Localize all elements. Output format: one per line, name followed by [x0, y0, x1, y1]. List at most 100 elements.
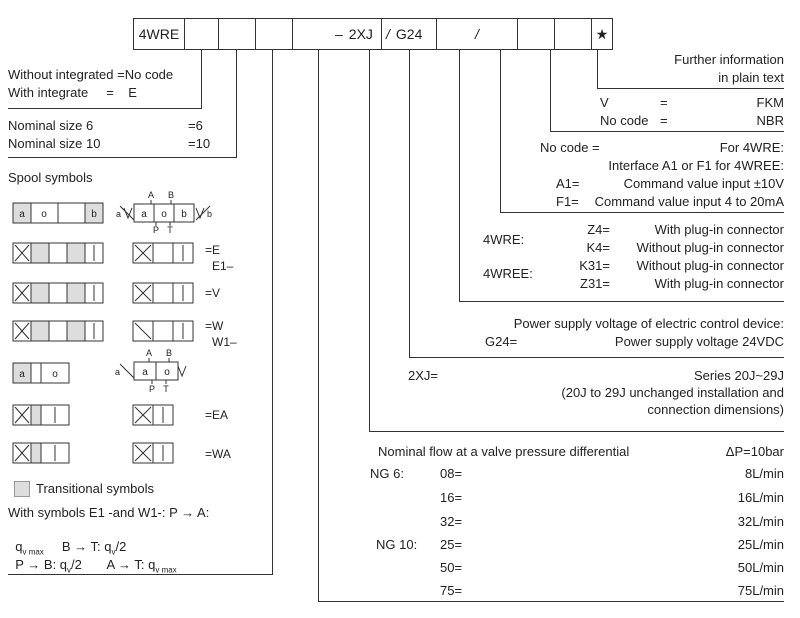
flow-row-val: 16L/min [737, 490, 784, 505]
seal-nocode-eq: = [660, 113, 668, 128]
connector-4wre-label: 4WRE: [483, 232, 525, 247]
svg-text:P: P [149, 384, 155, 394]
seal-nocode-val: NBR [756, 113, 784, 128]
svg-text:a: a [115, 367, 120, 377]
leader-flow-h [318, 601, 784, 602]
connector-k31: K31= [579, 258, 610, 273]
integration-with: With integrate = E [8, 85, 137, 100]
spool-symbol-e-right [132, 242, 194, 264]
leader-connector-v [459, 50, 460, 302]
leader-interface-h [500, 212, 784, 213]
code-series: 2XJ [348, 26, 373, 42]
flow-row-code: 75= [440, 583, 463, 598]
leader-nominal-h [8, 157, 237, 158]
spool-symbol-w-left [12, 320, 104, 342]
flow-title: Nominal flow at a valve pressure differe… [378, 444, 630, 459]
spool-symbol-v-left [12, 282, 104, 304]
further-info-line1: Further information [674, 52, 784, 67]
connector-k31-val: Without plug-in connector [636, 258, 784, 273]
interface-a1-val: Command value input ±10V [623, 176, 784, 191]
spool-code-e: =E [205, 243, 221, 257]
leader-flow-box-h [369, 431, 784, 432]
leader-spool-h [8, 574, 273, 575]
leader-nominal-v [236, 50, 237, 158]
connector-z31: Z31= [580, 276, 610, 291]
flow-ng6-label: NG 6: [370, 466, 404, 481]
spool-symbol-wa-left [12, 442, 70, 464]
connector-k4-val: Without plug-in connector [636, 240, 784, 255]
svg-text:A: A [146, 348, 152, 358]
series-line3: connection dimensions) [647, 402, 784, 417]
leader-interface-v [500, 50, 501, 213]
spool-symbol-basic: a o b [12, 202, 104, 224]
leader-flow-v [318, 50, 319, 602]
code-box-4wre: 4WRE [133, 18, 185, 50]
flow-row-code: 16= [440, 490, 463, 505]
flow-row-code: 32= [440, 514, 463, 529]
flow-row-val: 75L/min [737, 583, 784, 598]
interface-a1: A1= [556, 176, 580, 191]
leader-further-v [597, 50, 598, 89]
series-val: Series 20J~29J [694, 368, 784, 383]
leader-flow-box-v [369, 50, 370, 432]
seal-v-eq: = [660, 95, 668, 110]
leader-integration-h [8, 108, 202, 109]
code-box-connector: / [436, 18, 518, 50]
spool-code-e1: E1– [212, 259, 234, 273]
spool-title: Spool symbols [8, 170, 93, 185]
code-voltage: G24 [395, 26, 423, 42]
further-info-line2: in plain text [718, 70, 784, 85]
leader-series-v [409, 50, 410, 358]
spool-symbol-ports: A B a o b a b P T [116, 190, 212, 234]
leader-further-h [597, 88, 784, 89]
svg-text:T: T [163, 384, 169, 394]
interface-f1-val: Command value input 4 to 20mA [594, 194, 784, 209]
code-box-seal [554, 18, 592, 50]
spool-note-line1: With symbols E1 -and W1-: P → A: [8, 505, 210, 520]
code-slash-2: / [475, 26, 479, 42]
nominal-size-6: Nominal size 6 [8, 118, 94, 133]
leader-seal-v [550, 50, 551, 132]
leader-spool-v [272, 50, 273, 575]
code-box-further: ★ [591, 18, 613, 50]
svg-text:o: o [164, 367, 170, 378]
flow-row-val: 8L/min [744, 466, 784, 481]
power-g24-val: Power supply voltage 24VDC [614, 334, 784, 349]
seal-nocode-key: No code [600, 113, 649, 128]
svg-text:a: a [19, 369, 25, 380]
connector-4wree-label: 4WREE: [483, 266, 533, 281]
spool-symbol-e-left [12, 242, 104, 264]
interface-f1: F1= [556, 194, 579, 209]
seal-v-key: V [600, 95, 609, 110]
spool-note-line2: qv max B → T: qv/2 [15, 539, 127, 557]
flow-ng10-label: NG 10: [376, 537, 418, 552]
nominal-size-10: Nominal size 10 [8, 136, 101, 151]
power-line1: Power supply voltage of electric control… [513, 316, 784, 331]
spool-code-ea: =EA [205, 408, 229, 422]
code-dash: – [335, 26, 343, 42]
interface-nocode-val: For 4WRE: [719, 140, 784, 155]
flow-row-code: 25= [440, 537, 463, 552]
spool-symbol-v-right [132, 282, 194, 304]
leader-series-h [409, 357, 784, 358]
svg-text:B: B [166, 348, 172, 358]
seal-v-val: FKM [756, 95, 784, 110]
series-key: 2XJ= [408, 368, 438, 383]
spool-code-w: =W [205, 319, 224, 333]
interface-line2: Interface A1 or F1 for 4WREE: [608, 158, 784, 173]
svg-text:b: b [181, 209, 187, 220]
interface-nocode: No code = [540, 140, 600, 155]
svg-text:a: a [141, 209, 147, 220]
code-box-voltage: / G24 [381, 18, 437, 50]
svg-text:b: b [207, 209, 212, 219]
nominal-size-10-code: =10 [188, 136, 211, 151]
nominal-size-6-code: =6 [188, 118, 203, 133]
spool-symbol-ea-left [12, 404, 70, 426]
flow-row-code: 08= [440, 466, 463, 481]
leader-integration-v [201, 50, 202, 109]
power-g24: G24= [485, 334, 518, 349]
flow-row-val: 50L/min [737, 560, 784, 575]
flow-row-code: 50= [440, 560, 463, 575]
flow-row-val: 32L/min [737, 514, 784, 529]
code-box-interface [517, 18, 555, 50]
